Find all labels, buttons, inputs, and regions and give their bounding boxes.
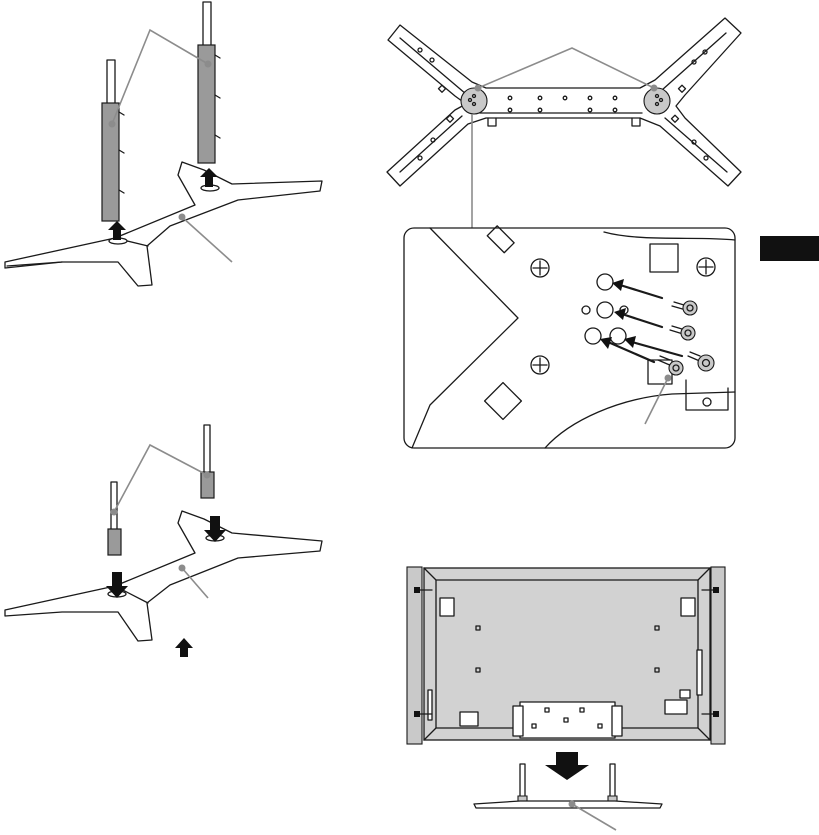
stand-neck (203, 2, 211, 46)
stand-neck (520, 764, 525, 798)
stand-underside (387, 18, 741, 186)
stand-neck (102, 103, 119, 221)
screw-area (644, 88, 670, 114)
stand-neck (107, 60, 115, 104)
tv-on-stand-figure (407, 567, 725, 830)
up-arrow (175, 638, 193, 657)
stand-neck (111, 482, 117, 530)
stand-underside-figure (387, 18, 741, 448)
stand-base (5, 511, 322, 641)
stand-neck (610, 764, 615, 798)
stand-neck (108, 529, 121, 555)
screw-area (461, 88, 487, 114)
stand-neck (204, 425, 210, 473)
side-support (711, 567, 725, 744)
stand-neck-insertion-figure (5, 425, 322, 657)
stand-neck-removal-figure (5, 2, 322, 286)
stand-base (5, 162, 322, 286)
down-arrow (545, 752, 589, 780)
side-support (407, 567, 422, 744)
stand-base (474, 801, 662, 808)
section-side-tab (760, 236, 819, 261)
